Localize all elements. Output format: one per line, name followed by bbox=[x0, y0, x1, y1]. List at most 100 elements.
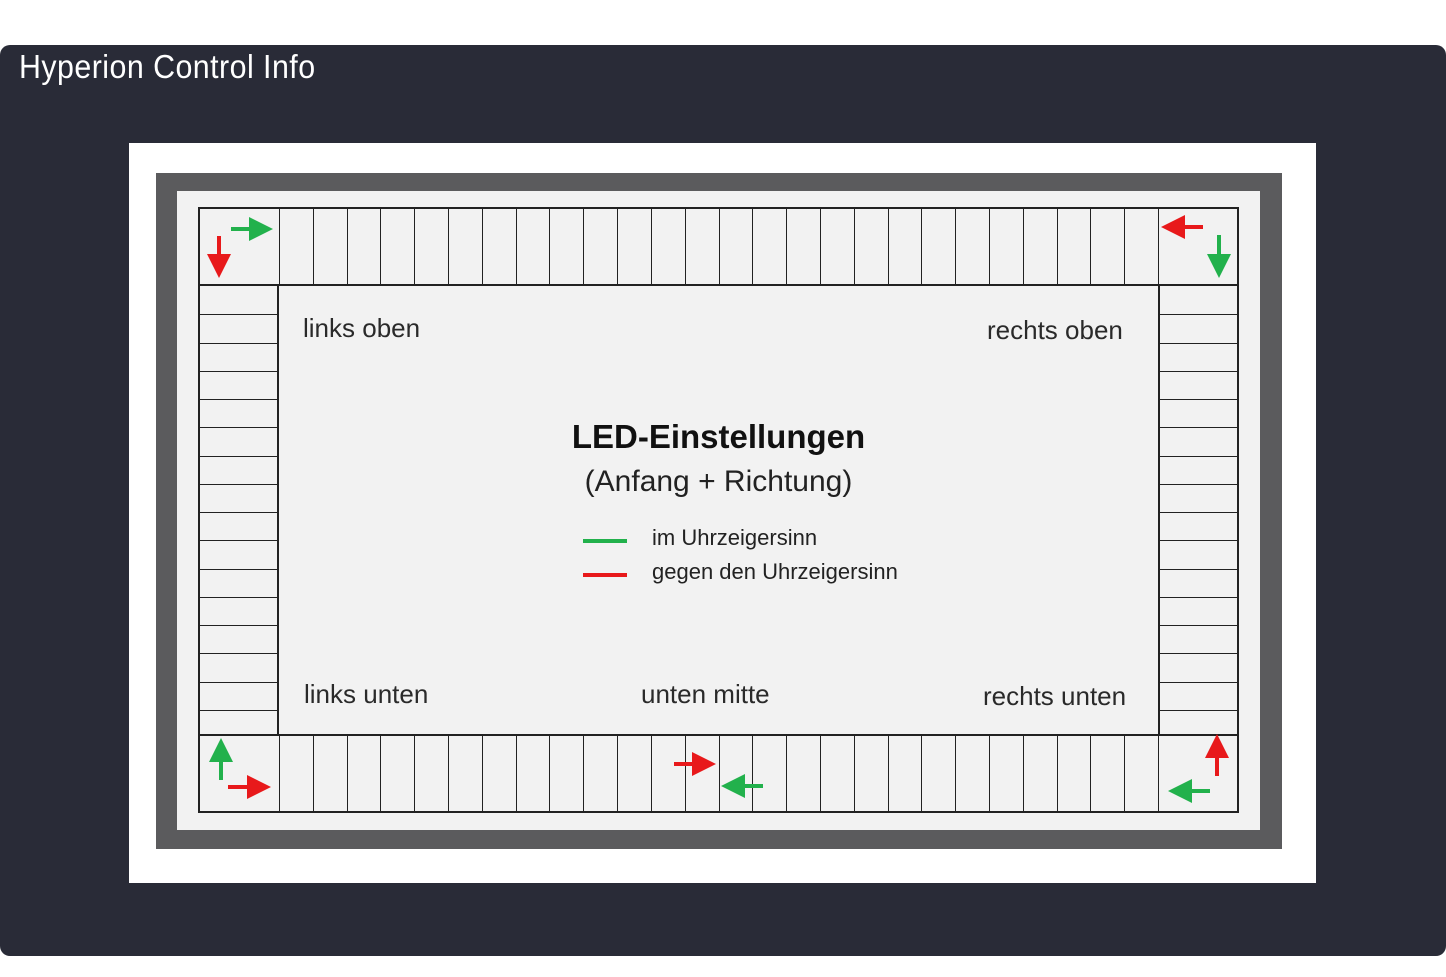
led-cell-divider bbox=[718, 209, 720, 284]
led-strip-right bbox=[1158, 284, 1239, 736]
led-cell-divider bbox=[549, 209, 551, 284]
led-cell-divider bbox=[1090, 209, 1092, 284]
corner-label-top-right: rechts oben bbox=[987, 315, 1123, 345]
led-cell-divider bbox=[617, 736, 619, 811]
led-cell-divider bbox=[684, 736, 686, 811]
led-cell-divider bbox=[1160, 568, 1237, 570]
led-cell-divider bbox=[312, 736, 314, 811]
led-cell-divider bbox=[752, 736, 754, 811]
info-window: Hyperion Control Info links oben rechts … bbox=[0, 45, 1446, 956]
led-strip-left bbox=[198, 284, 279, 736]
led-cell-divider bbox=[819, 736, 821, 811]
led-cell-divider bbox=[515, 736, 517, 811]
led-cell-divider bbox=[921, 736, 923, 811]
led-cell-divider bbox=[448, 209, 450, 284]
led-cell-divider bbox=[650, 736, 652, 811]
led-cell-divider bbox=[786, 736, 788, 811]
led-cell-divider bbox=[1160, 540, 1237, 542]
led-cell-divider bbox=[1158, 736, 1159, 811]
led-cell-divider bbox=[921, 209, 923, 284]
led-cell-divider bbox=[819, 209, 821, 284]
led-cell-divider bbox=[988, 736, 990, 811]
led-cell-divider bbox=[1160, 483, 1237, 485]
led-cell-divider bbox=[200, 455, 277, 457]
led-cell-divider bbox=[1056, 736, 1058, 811]
led-cell-divider bbox=[200, 709, 277, 711]
led-cell-divider bbox=[1160, 342, 1237, 344]
led-cell-divider bbox=[200, 342, 277, 344]
led-cell-divider bbox=[583, 209, 585, 284]
led-cell-divider bbox=[200, 370, 277, 372]
led-strip-top bbox=[198, 207, 1239, 286]
led-cell-divider bbox=[515, 209, 517, 284]
led-cell-divider bbox=[481, 736, 483, 811]
led-cell-divider bbox=[200, 625, 277, 626]
led-cell-divider bbox=[380, 736, 382, 811]
led-cell-divider bbox=[549, 736, 551, 811]
led-cell-divider bbox=[684, 209, 686, 284]
led-cell-divider bbox=[650, 209, 652, 284]
screen-frame: links oben rechts oben links unten unten… bbox=[156, 173, 1282, 849]
led-cell-divider bbox=[1056, 209, 1058, 284]
led-cell-divider bbox=[200, 681, 277, 683]
led-cell-divider bbox=[1160, 512, 1237, 513]
led-cell-divider bbox=[1124, 736, 1126, 811]
led-cell-divider bbox=[955, 736, 957, 811]
led-cell-divider bbox=[481, 209, 483, 284]
corner-label-bottom-left: links unten bbox=[304, 679, 429, 709]
corner-label-bottom-middle: unten mitte bbox=[641, 679, 770, 709]
led-cell-divider bbox=[955, 209, 957, 284]
led-cell-divider bbox=[988, 209, 990, 284]
led-cell-divider bbox=[1160, 625, 1237, 626]
led-cell-divider bbox=[448, 736, 450, 811]
led-cell-divider bbox=[200, 483, 277, 485]
led-cell-divider bbox=[1022, 736, 1024, 811]
corner-label-top-left: links oben bbox=[303, 313, 421, 343]
led-layout-diagram: links oben rechts oben links unten unten… bbox=[177, 191, 1260, 830]
corner-label-bottom-right: rechts unten bbox=[983, 681, 1127, 711]
led-cell-divider bbox=[279, 736, 280, 811]
led-cell-divider bbox=[312, 209, 314, 284]
led-strip-bottom bbox=[198, 734, 1239, 813]
led-cell-divider bbox=[1160, 370, 1237, 372]
led-cell-divider bbox=[200, 512, 277, 513]
direction-arrows bbox=[207, 215, 1231, 803]
led-cell-divider bbox=[1158, 209, 1159, 284]
led-cell-divider bbox=[1022, 209, 1024, 284]
led-cell-divider bbox=[380, 209, 382, 284]
window-title: Hyperion Control Info bbox=[19, 48, 316, 85]
led-cell-divider bbox=[887, 209, 889, 284]
led-cell-divider bbox=[414, 209, 416, 284]
led-cell-divider bbox=[346, 209, 348, 284]
legend-swatch-clockwise bbox=[583, 539, 627, 543]
led-cell-divider bbox=[279, 209, 280, 284]
led-cell-divider bbox=[1160, 596, 1237, 598]
led-cell-divider bbox=[414, 736, 416, 811]
legend-label-clockwise: im Uhrzeigersinn bbox=[652, 525, 818, 550]
diagram-subtitle: (Anfang + Richtung) bbox=[584, 465, 853, 498]
led-cell-divider bbox=[752, 209, 754, 284]
legend-label-counter-clockwise: gegen den Uhrzeigersinn bbox=[652, 559, 898, 584]
led-cell-divider bbox=[200, 540, 277, 542]
led-cell-divider bbox=[583, 736, 585, 811]
led-cell-divider bbox=[887, 736, 889, 811]
led-cell-divider bbox=[1160, 455, 1237, 457]
led-cell-divider bbox=[1160, 681, 1237, 683]
led-cell-divider bbox=[853, 736, 855, 811]
led-cell-divider bbox=[1160, 653, 1237, 655]
led-cell-divider bbox=[1160, 709, 1237, 711]
led-cell-divider bbox=[200, 596, 277, 598]
led-cell-divider bbox=[853, 209, 855, 284]
led-cell-divider bbox=[1124, 209, 1126, 284]
diagram-title: LED-Einstellungen bbox=[571, 418, 866, 455]
led-cell-divider bbox=[200, 427, 277, 429]
led-cell-divider bbox=[1090, 736, 1092, 811]
led-cell-divider bbox=[1160, 314, 1237, 316]
led-cell-divider bbox=[718, 736, 720, 811]
legend-swatch-counter-clockwise bbox=[583, 573, 627, 577]
led-cell-divider bbox=[200, 399, 277, 400]
led-cell-divider bbox=[346, 736, 348, 811]
led-cell-divider bbox=[200, 568, 277, 570]
led-cell-divider bbox=[200, 653, 277, 655]
led-cell-divider bbox=[786, 209, 788, 284]
